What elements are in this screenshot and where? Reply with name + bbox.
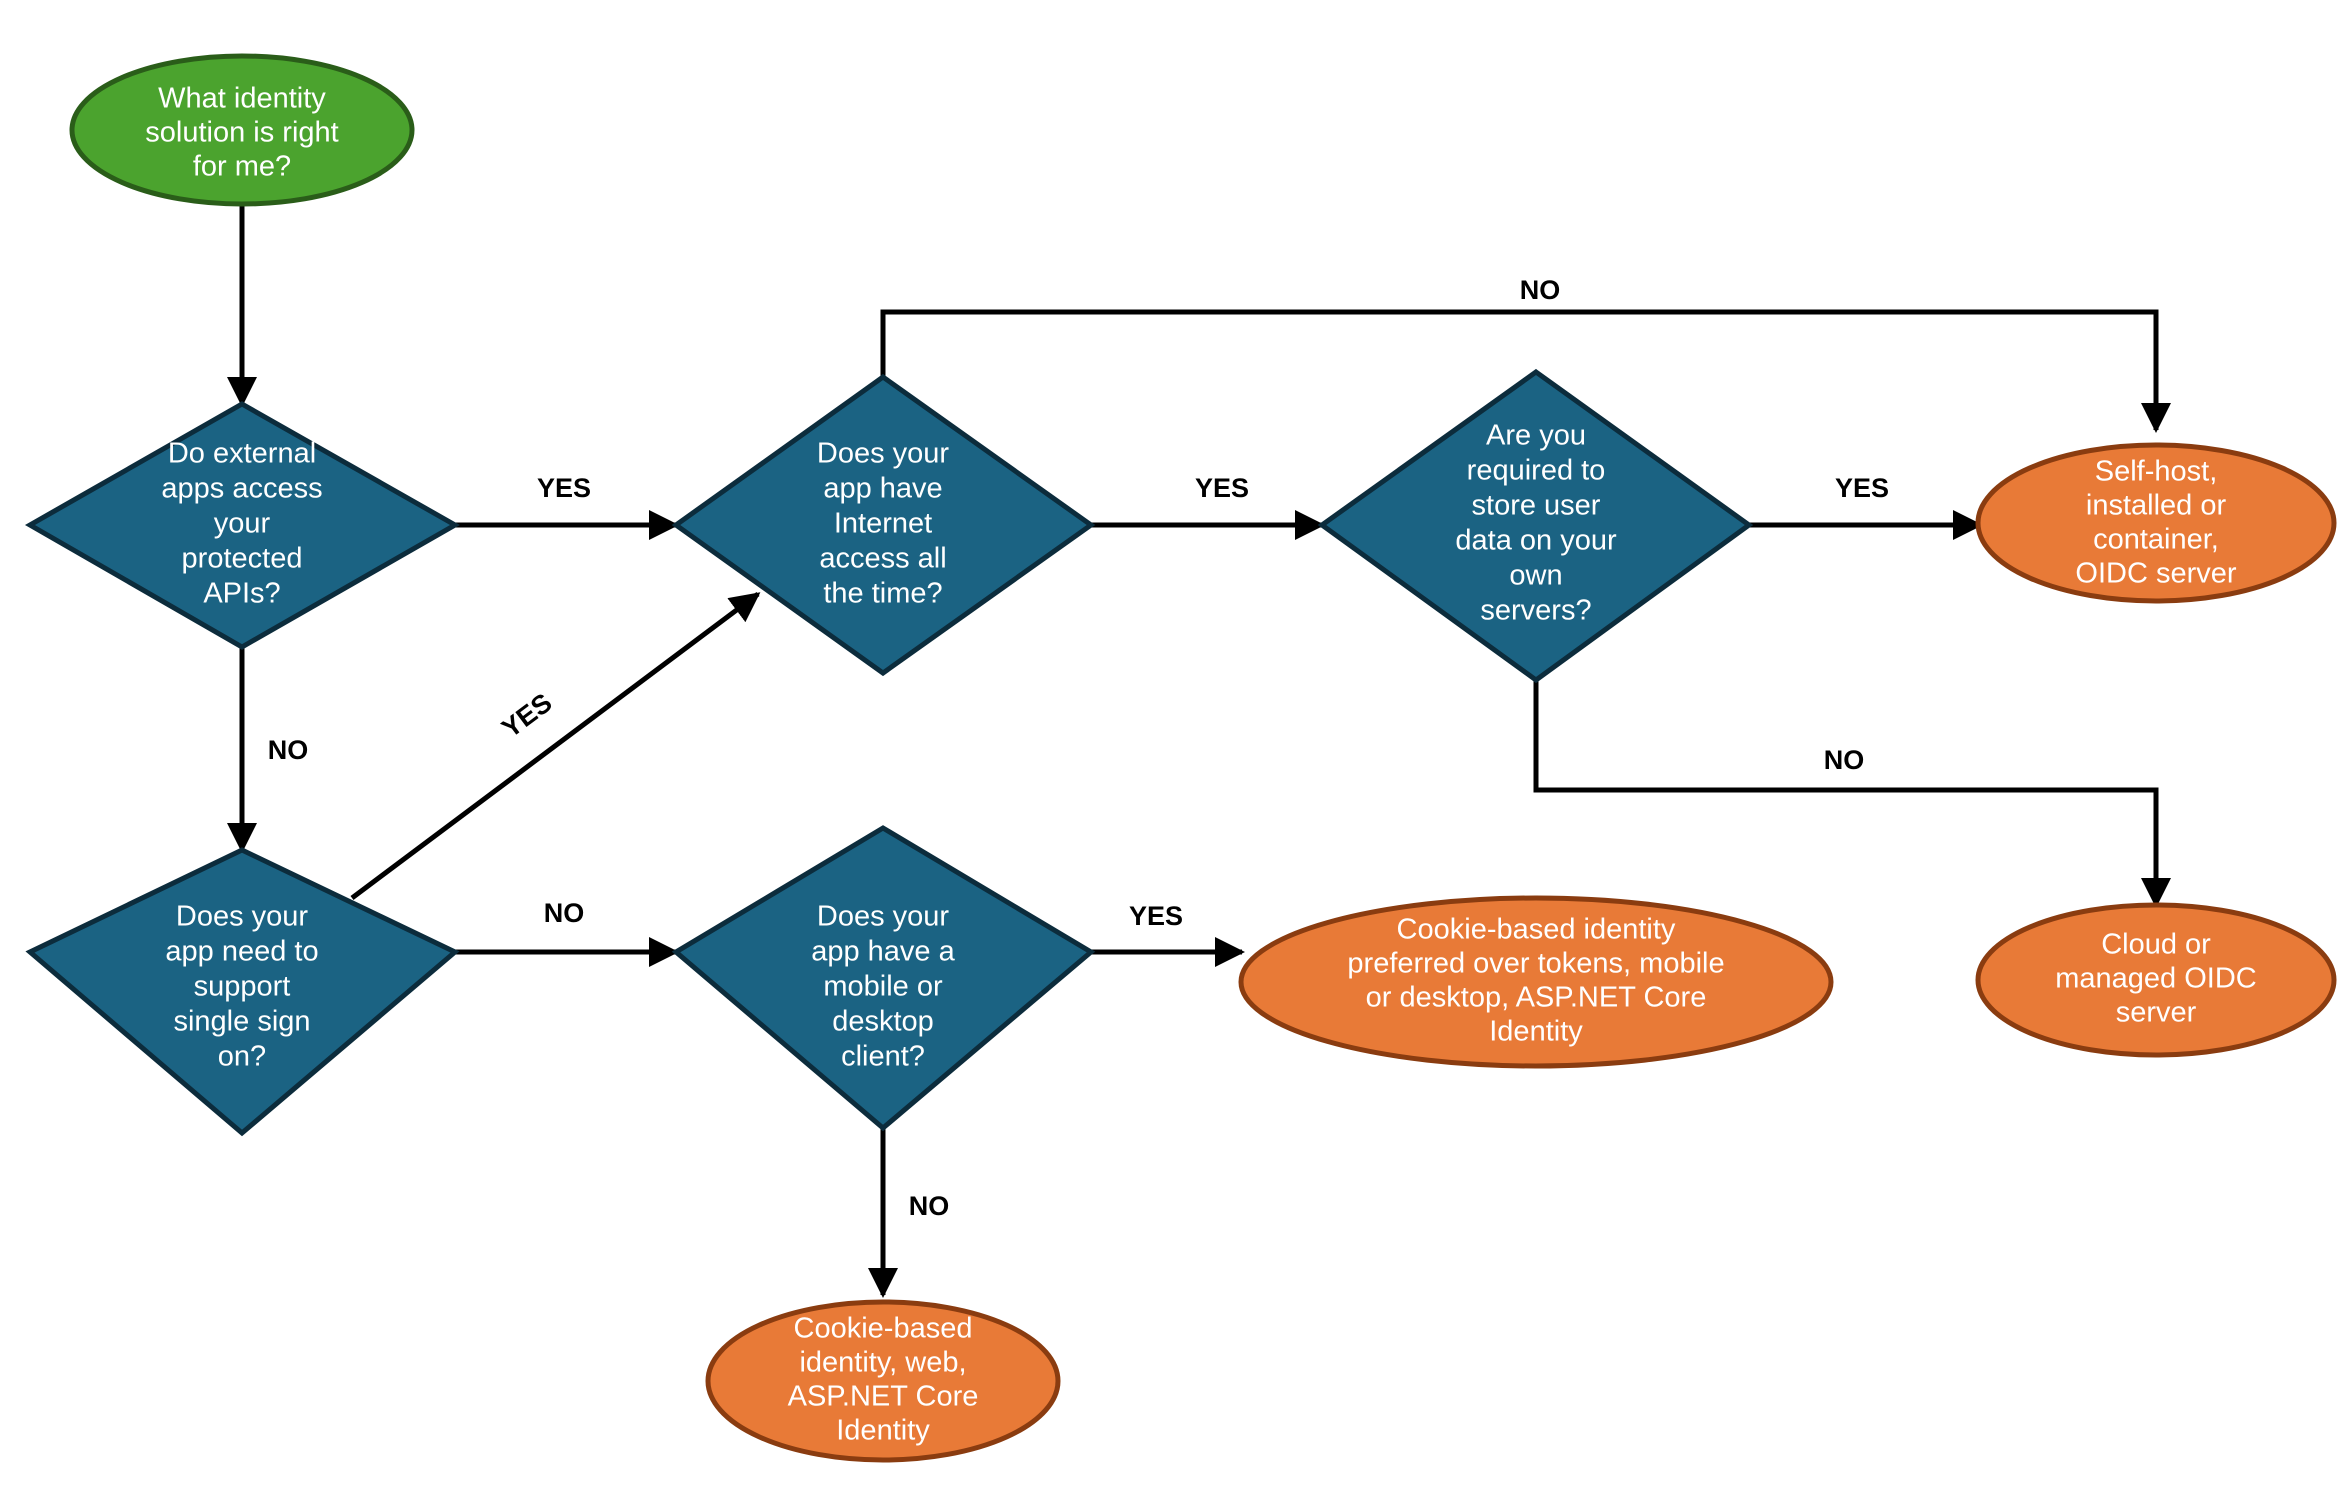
terminal-label-line-4: Identity — [836, 1415, 930, 1447]
edge-store-data-yes: YES — [1749, 473, 1983, 540]
edge-external-apis-no: NO — [227, 647, 309, 853]
terminal-label-line-3: or desktop, ASP.NET Core — [1366, 982, 1707, 1014]
node-decision-sso[interactable]: Does your app need to support single sig… — [25, 847, 460, 1137]
decision-label-line-4: data on your — [1455, 525, 1617, 557]
decision-label-line-4: desktop — [832, 1006, 934, 1038]
decision-label-line-1: Does your — [176, 901, 309, 933]
decision-diamond[interactable] — [1317, 368, 1754, 684]
decision-label-line-6: servers? — [1480, 595, 1591, 627]
decision-diamond[interactable] — [24, 401, 461, 650]
node-start[interactable]: What identity solution is right for me? — [69, 53, 415, 207]
decision-diamond[interactable] — [671, 373, 1096, 677]
terminal-ellipse[interactable] — [1975, 442, 2337, 604]
edge-line — [880, 309, 2171, 433]
decision-label-line-1: Do external — [168, 438, 316, 470]
edge-label-yes: YES — [1195, 473, 1249, 503]
node-terminal-cookie-identity-mobile-desktop[interactable]: Cookie-based identity preferred over tok… — [1238, 895, 1834, 1069]
decision-label-line-5: client? — [841, 1041, 925, 1073]
edge-sso-no: NO — [455, 898, 679, 967]
start-ellipse[interactable] — [69, 53, 415, 207]
terminal-label-line-4: Identity — [1489, 1016, 1583, 1048]
terminal-label-line-2: preferred over tokens, mobile — [1347, 948, 1724, 980]
terminal-label-line-2: installed or — [2086, 490, 2227, 522]
decision-label-line-5: own — [1509, 560, 1562, 592]
decision-label-line-3: Internet — [834, 508, 932, 540]
decision-label-line-3: store user — [1472, 490, 1601, 522]
terminal-label-line-3: server — [2116, 997, 2197, 1029]
terminal-label-line-1: Self-host, — [2095, 456, 2218, 488]
decision-diamond[interactable] — [671, 825, 1096, 1132]
edges-layer: YES NO YES NO YES — [227, 200, 2171, 1298]
edge-label-yes: YES — [1129, 901, 1183, 931]
decision-diamond[interactable] — [25, 847, 460, 1137]
node-decision-external-apis[interactable]: Do external apps access your protected A… — [24, 401, 461, 650]
start-label-line-3: for me? — [193, 151, 291, 183]
decision-label-line-1: Are you — [1486, 420, 1586, 452]
terminal-ellipse[interactable] — [1975, 902, 2337, 1058]
terminal-label-line-2: identity, web, — [799, 1347, 966, 1379]
decision-label-line-3: support — [194, 971, 291, 1003]
decision-label-line-4: single sign — [173, 1006, 310, 1038]
edge-mobile-desktop-no: NO — [868, 1128, 950, 1298]
terminal-label-line-4: OIDC server — [2075, 558, 2236, 590]
node-decision-internet-access[interactable]: Does your app have Internet access all t… — [671, 373, 1096, 677]
decision-label-line-4: access all — [819, 543, 946, 575]
decision-label-line-3: your — [214, 508, 271, 540]
node-terminal-cookie-identity-web[interactable]: Cookie-based identity, web, ASP.NET Core… — [705, 1299, 1061, 1463]
decision-label-line-1: Does your — [817, 438, 950, 470]
edge-label-no: NO — [544, 898, 585, 928]
decision-label-line-2: required to — [1467, 455, 1606, 487]
edge-store-data-no: NO — [1533, 680, 2171, 908]
edge-line — [350, 591, 761, 901]
terminal-label-line-3: container, — [2093, 524, 2219, 556]
decision-label-line-5: the time? — [823, 578, 942, 610]
edge-label-no: NO — [1824, 745, 1865, 775]
edge-label-yes: YES — [1835, 473, 1889, 503]
terminal-label-line-2: managed OIDC — [2055, 963, 2257, 995]
edge-label-no: NO — [1520, 275, 1561, 305]
decision-label-line-2: app have — [823, 473, 942, 505]
edge-line — [1533, 680, 2171, 908]
node-decision-store-user-data[interactable]: Are you required to store user data on y… — [1317, 368, 1754, 684]
node-terminal-cloud-managed-oidc[interactable]: Cloud or managed OIDC server — [1975, 902, 2337, 1058]
edge-label-no: NO — [909, 1191, 950, 1221]
edge-label-no: NO — [268, 735, 309, 765]
start-label-line-1: What identity — [158, 83, 326, 115]
terminal-ellipse[interactable] — [705, 1299, 1061, 1463]
decision-label-line-5: on? — [218, 1041, 266, 1073]
edge-internet-no: NO — [880, 275, 2171, 433]
terminal-label-line-1: Cookie-based identity — [1397, 914, 1676, 946]
edge-label-yes: YES — [496, 687, 557, 743]
start-label-line-2: solution is right — [145, 117, 338, 149]
edge-internet-yes: YES — [1091, 473, 1325, 540]
decision-label-line-2: app have a — [811, 936, 955, 968]
terminal-label-line-1: Cloud or — [2101, 929, 2211, 961]
nodes-layer: What identity solution is right for me? … — [24, 53, 2337, 1463]
node-terminal-self-host-oidc[interactable]: Self-host, installed or container, OIDC … — [1975, 442, 2337, 604]
edge-mobile-desktop-yes: YES — [1091, 901, 1245, 967]
terminal-label-line-3: ASP.NET Core — [788, 1381, 979, 1413]
decision-label-line-3: mobile or — [823, 971, 943, 1003]
decision-label-line-1: Does your — [817, 901, 950, 933]
edge-label-yes: YES — [537, 473, 591, 503]
edge-sso-yes: YES — [350, 591, 761, 901]
decision-label-line-4: protected — [182, 543, 303, 575]
node-decision-mobile-desktop-client[interactable]: Does your app have a mobile or desktop c… — [671, 825, 1096, 1132]
decision-label-line-5: APIs? — [203, 578, 280, 610]
decision-label-line-2: app need to — [165, 936, 318, 968]
terminal-ellipse[interactable] — [1238, 895, 1834, 1069]
decision-label-line-2: apps access — [161, 473, 322, 505]
terminal-label-line-1: Cookie-based — [794, 1313, 973, 1345]
edge-external-apis-yes: YES — [455, 473, 679, 540]
